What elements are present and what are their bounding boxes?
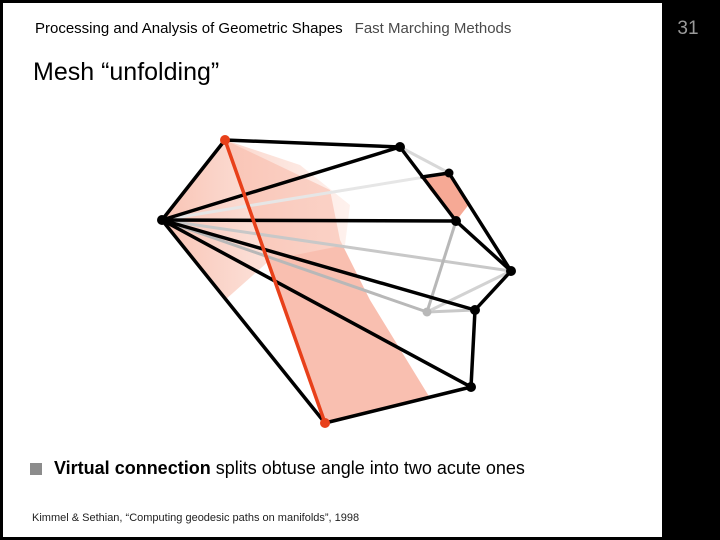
slide-title: Mesh “unfolding” xyxy=(33,58,220,86)
unfolded-edge xyxy=(161,218,428,314)
mesh-edge xyxy=(473,269,513,312)
course-title: Processing and Analysis of Geometric Sha… xyxy=(35,20,343,37)
virtual-connection-start-vertex xyxy=(220,135,230,145)
mesh-vertex xyxy=(395,142,405,152)
mesh-edge xyxy=(160,145,402,222)
mesh-edge xyxy=(447,171,513,273)
unfolded-edge xyxy=(426,269,512,314)
bullet-point: Virtual connection splits obtuse angle i… xyxy=(30,458,525,479)
mesh-edge xyxy=(420,171,451,179)
virtual-connection-end-vertex xyxy=(320,418,330,428)
lecture-topic: Fast Marching Methods xyxy=(354,20,512,37)
citation: Kimmel & Sethian, “Computing geodesic pa… xyxy=(32,512,360,524)
unfolded-edge xyxy=(161,171,450,222)
slide-frame-right xyxy=(662,0,720,540)
mesh-edge xyxy=(160,138,227,222)
mesh-vertex xyxy=(506,266,516,276)
slide-frame-top xyxy=(0,0,720,3)
mesh-edge xyxy=(223,138,402,149)
mesh-vertex xyxy=(466,382,476,392)
mesh-vertex xyxy=(444,168,454,178)
mesh-vertex xyxy=(451,216,461,226)
bullet-text: splits obtuse angle into two acute ones xyxy=(210,458,525,478)
mesh-vertex xyxy=(157,215,167,225)
bullet-square-icon xyxy=(30,462,42,475)
unfolded-vertex xyxy=(422,307,432,317)
slide-frame-left xyxy=(0,0,3,540)
unfolded-edge xyxy=(161,218,512,273)
unfolded-region-top-right xyxy=(422,173,470,221)
mesh-edge xyxy=(469,308,477,389)
unfolded-edge xyxy=(399,145,450,175)
mesh-edge xyxy=(323,385,473,425)
mesh-vertex xyxy=(470,305,480,315)
mesh-edge xyxy=(398,145,458,223)
mesh-edge xyxy=(160,218,327,425)
unfolded-edge xyxy=(426,308,476,314)
mesh-edge xyxy=(160,218,473,389)
bullet-bold-text: Virtual connection xyxy=(54,458,211,478)
slide-frame-bottom xyxy=(0,537,720,540)
mesh-edge xyxy=(160,218,458,223)
page-number: 31 xyxy=(677,18,699,39)
mesh-edge xyxy=(454,219,513,273)
mesh-edge xyxy=(160,218,477,312)
virtual-connection-edge xyxy=(223,138,327,425)
slide-header: Processing and Analysis of Geometric Sha… xyxy=(35,20,511,38)
